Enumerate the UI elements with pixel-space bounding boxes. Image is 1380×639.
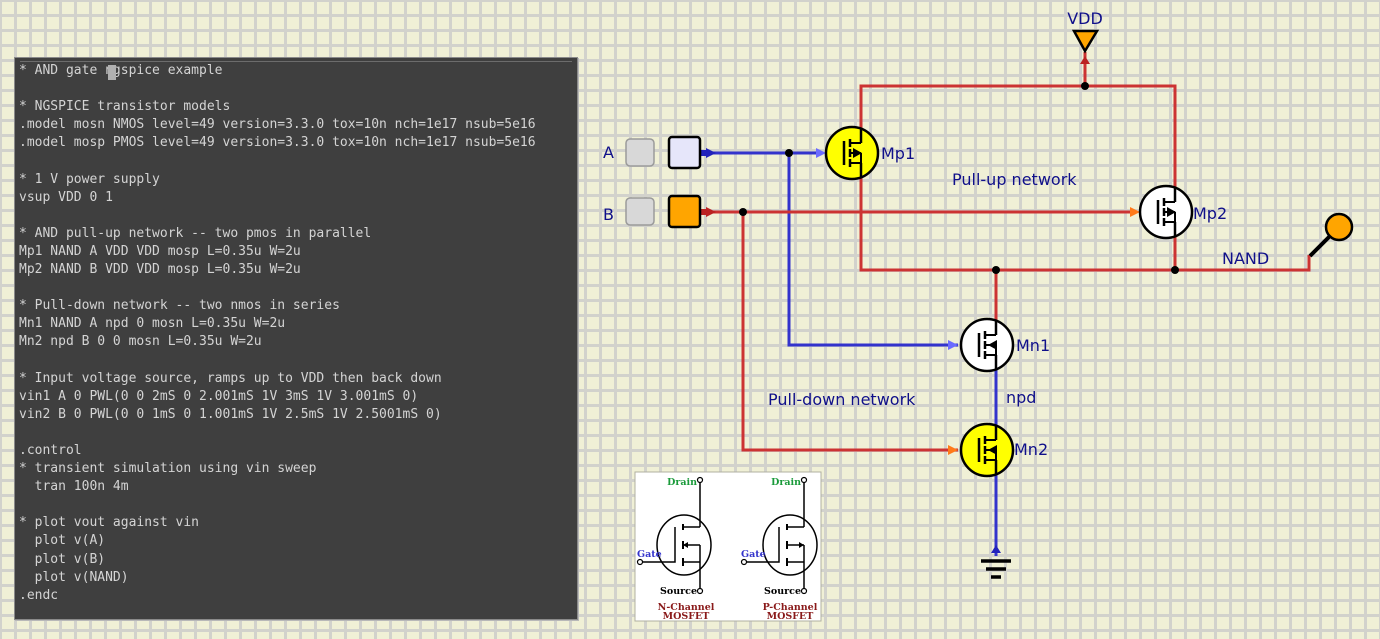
- arrow-gnd: [991, 545, 1001, 553]
- arrow-mp2-gate: [1130, 207, 1140, 217]
- transistor-mp1[interactable]: Mp1: [824, 125, 915, 181]
- input-a-state-indicator: [667, 135, 702, 170]
- nchannel-label-2: MOSFET: [663, 611, 710, 622]
- netlist-text[interactable]: * AND gate ngspice example * NGSPICE tra…: [19, 63, 536, 603]
- pull-up-network-label: Pull-up network: [952, 170, 1077, 189]
- junction-dot: [1081, 82, 1089, 90]
- input-b-label: B: [603, 205, 614, 224]
- junction-dot: [1171, 266, 1179, 274]
- input-a[interactable]: A: [603, 135, 702, 170]
- netlist-editor-panel[interactable]: * AND gate ngspice example * NGSPICE tra…: [14, 57, 578, 620]
- pchannel-symbol: Drain Gate Source P-Channel MOSFET: [740, 476, 818, 622]
- gate-label: Gate: [741, 549, 766, 560]
- gate-label: Gate: [637, 549, 662, 560]
- input-b-toggle-button[interactable]: [625, 197, 655, 226]
- vdd-supply[interactable]: VDD: [1067, 9, 1103, 54]
- junctions: [739, 82, 1179, 274]
- arrow-b-out: [706, 207, 716, 217]
- wire-mp1-drain: [859, 178, 1175, 272]
- pchannel-label-2: MOSFET: [767, 611, 814, 622]
- wire-vdd-rail: [859, 84, 1177, 190]
- panel-border-line: [20, 61, 572, 62]
- junction-dot: [739, 208, 747, 216]
- supply-label: VDD: [1067, 9, 1103, 28]
- transistor-label: Mp2: [1193, 204, 1227, 223]
- transistor-label: Mn2: [1014, 440, 1048, 459]
- ground-symbol[interactable]: [981, 559, 1011, 579]
- text-cursor: [108, 65, 116, 80]
- arrow-mp1-gate: [816, 148, 826, 158]
- transistor-mp2[interactable]: Mp2: [1138, 184, 1227, 240]
- wire-nand-out: [1175, 255, 1311, 272]
- nchannel-symbol: Drain Gate Source N-Channel MOSFET: [636, 476, 715, 622]
- net-label-npd: npd: [1006, 388, 1036, 407]
- net-label-nand: NAND: [1222, 249, 1269, 268]
- signal-arrows: [700, 56, 1140, 553]
- probe-lamp-icon: [1324, 212, 1354, 242]
- arrow-vdd: [1080, 56, 1090, 64]
- mosfet-reference-image: Drain Gate Source N-Channel MOSFET Drain…: [634, 471, 822, 622]
- source-label: Source: [660, 586, 697, 597]
- transistor-mn2[interactable]: Mn2: [959, 422, 1048, 478]
- supply-triangle-icon: [1071, 29, 1100, 54]
- nmos-arrow-icon: [988, 445, 997, 455]
- input-b-state-indicator: [667, 194, 702, 229]
- source-label: Source: [764, 586, 801, 597]
- output-probe[interactable]: [1308, 212, 1354, 258]
- junction-dot: [785, 149, 793, 157]
- nchannel-label-1: N-Channel: [658, 602, 715, 613]
- transistor-label: Mp1: [881, 144, 915, 163]
- arrow-a-out: [706, 148, 716, 158]
- wires: [700, 52, 1311, 556]
- arrow-mn2-gate: [948, 445, 958, 455]
- transistor-mn1[interactable]: Mn1: [959, 317, 1050, 373]
- pchannel-label-1: P-Channel: [763, 602, 818, 613]
- wire-a-mn1: [787, 153, 958, 347]
- drain-label: Drain: [771, 477, 801, 488]
- transistor-label: Mn1: [1016, 336, 1050, 355]
- drain-label: Drain: [667, 477, 697, 488]
- wire-b-mn2: [741, 212, 958, 452]
- input-a-toggle-button[interactable]: [625, 138, 655, 167]
- input-b[interactable]: B: [603, 194, 702, 229]
- junction-dot: [992, 266, 1000, 274]
- pmos-arrow-icon: [853, 148, 862, 158]
- pull-down-network-label: Pull-down network: [768, 390, 916, 409]
- nmos-arrow-icon: [988, 340, 997, 350]
- pmos-arrow-icon: [1167, 207, 1176, 217]
- arrow-mn1-gate: [948, 340, 958, 350]
- probe-stem: [1308, 233, 1333, 258]
- input-a-label: A: [603, 143, 614, 162]
